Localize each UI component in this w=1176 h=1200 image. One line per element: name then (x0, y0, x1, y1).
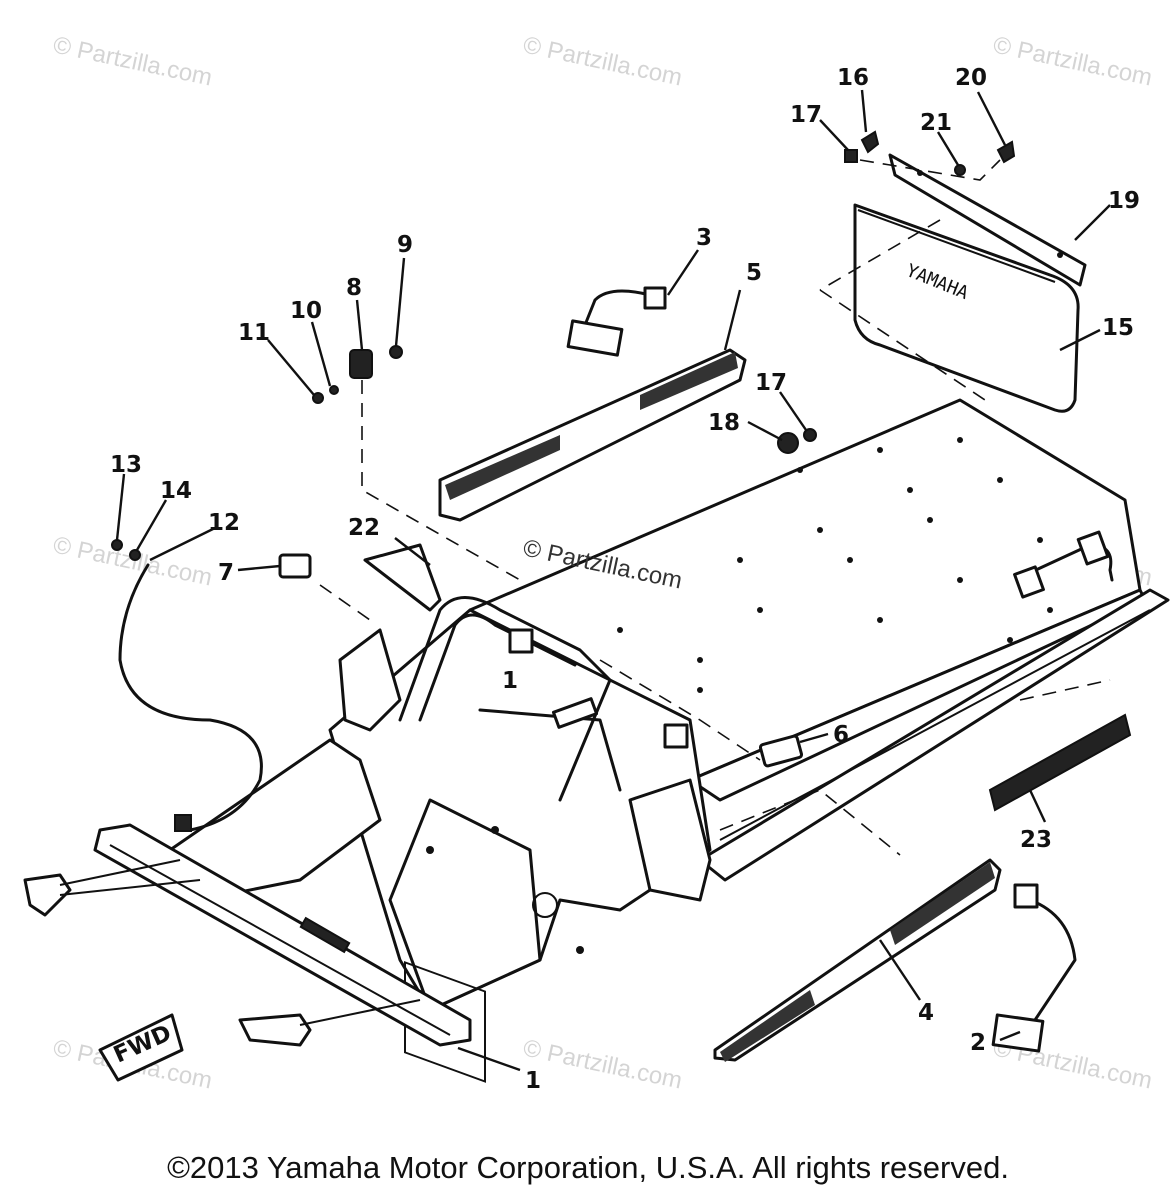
callout-16: 16 (837, 65, 869, 91)
front-bumper-rail (93, 823, 472, 1047)
callout-14: 14 (160, 478, 192, 504)
callout-2: 2 (970, 1030, 986, 1056)
footrest-5 (438, 348, 747, 522)
callout-4: 4 (918, 1000, 934, 1026)
bracket-3 (566, 286, 667, 357)
callout-15: 15 (1102, 315, 1134, 341)
callouts: 1 1 2 3 4 5 6 7 8 9 10 11 12 13 14 15 16… (110, 65, 1140, 1094)
callout-17-lower: 17 (755, 370, 787, 396)
callout-13: 13 (110, 452, 142, 478)
copyright-notice: ©2013 Yamaha Motor Corporation, U.S.A. A… (167, 1150, 1009, 1185)
throttle-cable (118, 563, 263, 832)
callout-8: 8 (346, 275, 362, 301)
callout-10: 10 (290, 298, 322, 324)
assembly-lines (319, 159, 1111, 856)
handlebar-hoop (398, 596, 689, 802)
callout-3: 3 (696, 225, 712, 251)
tunnel (468, 398, 1170, 882)
callout-18: 18 (708, 410, 740, 436)
leader-lines (115, 89, 1111, 1072)
callout-20: 20 (955, 65, 987, 91)
ski-mounts (23, 859, 421, 1047)
hardware (111, 130, 1132, 812)
callout-17-top: 17 (790, 102, 822, 128)
rear-flap-15: YAMAHA (853, 203, 1080, 413)
callout-19: 19 (1108, 188, 1140, 214)
watermark: © Partzilla.com (991, 31, 1155, 91)
callout-5: 5 (746, 260, 762, 286)
watermark: © Partzilla.com (521, 31, 685, 91)
callout-23: 23 (1020, 827, 1052, 853)
footrest-4 (713, 858, 1002, 1062)
bracket-2 (991, 883, 1077, 1053)
callout-9: 9 (397, 232, 413, 258)
watermark: © Partzilla.com (51, 31, 215, 91)
callout-22: 22 (348, 515, 380, 541)
callout-21: 21 (920, 110, 952, 136)
flap-bracket-19 (888, 153, 1087, 287)
watermark: © Partzilla.com (521, 1034, 685, 1094)
callout-1: 1 (525, 1068, 541, 1094)
callout-11: 11 (238, 320, 270, 346)
callout-12: 12 (208, 510, 240, 536)
callout-6: 6 (833, 722, 849, 748)
callout-7: 7 (218, 560, 234, 586)
callout-1-frame: 1 (502, 668, 518, 694)
